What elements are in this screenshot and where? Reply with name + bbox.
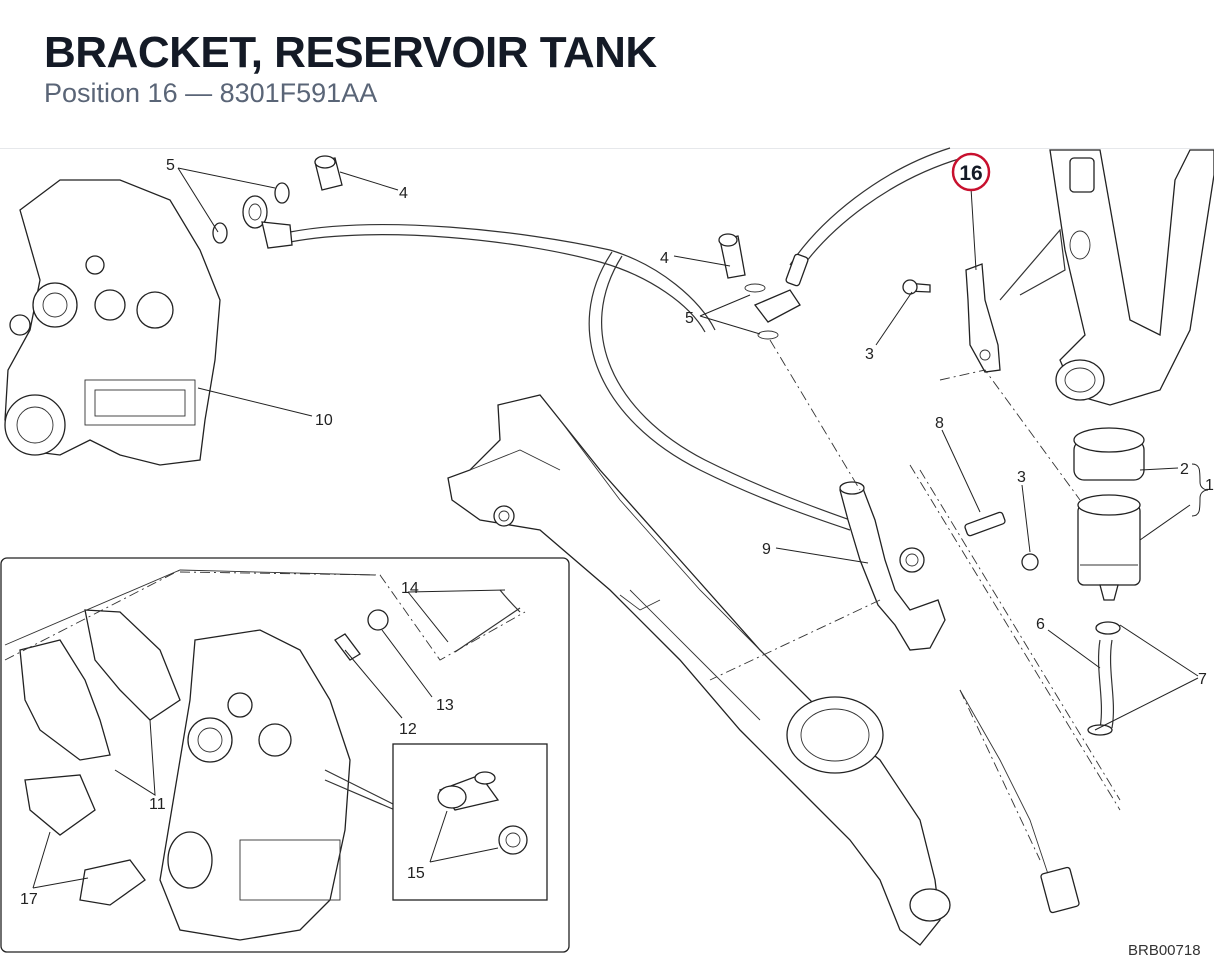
callout-1: 1 xyxy=(1205,477,1214,494)
group-brace xyxy=(1191,463,1209,517)
callout-4a: 4 xyxy=(399,185,408,202)
highlight-callout-16[interactable]: 16 xyxy=(951,152,991,192)
sensor-connector xyxy=(1040,866,1080,914)
highlight-ring xyxy=(951,152,991,192)
callout-9: 9 xyxy=(762,541,771,558)
reservoir-tank-bracket xyxy=(902,263,1001,373)
callout-6: 6 xyxy=(1036,616,1045,633)
callout-17: 17 xyxy=(20,891,38,908)
callout-11: 11 xyxy=(149,796,166,813)
drawing-code: BRB00718 xyxy=(1128,942,1201,959)
callout-3b: 3 xyxy=(1017,469,1026,486)
callout-8: 8 xyxy=(935,415,944,432)
callout-14: 14 xyxy=(401,580,419,597)
page-subtitle: Position 16 — 8301F591AA xyxy=(44,78,378,108)
page-header: BRACKET, RESERVOIR TANK Position 16 — 83… xyxy=(0,0,1214,149)
callout-13: 13 xyxy=(436,697,454,714)
callout-7: 7 xyxy=(1198,671,1207,688)
callout-3a: 3 xyxy=(865,346,874,363)
sensor-cable xyxy=(959,689,1051,881)
frame-section xyxy=(999,149,1214,406)
highlight-position-number: 16 xyxy=(959,162,982,185)
leader-lines xyxy=(32,167,1199,889)
callout-12: 12 xyxy=(399,721,417,738)
reservoir-tank xyxy=(1073,427,1145,736)
brake-hose xyxy=(289,147,963,531)
swingarm xyxy=(447,394,951,946)
inset-brake-pads-panel xyxy=(0,557,570,953)
assembly-lines xyxy=(709,339,1121,861)
callout-labels: 5 4 10 4 5 3 8 3 2 1 9 6 7 14 13 12 11 1… xyxy=(20,157,1214,908)
rear-brake-caliper xyxy=(4,179,221,466)
callout-5a: 5 xyxy=(166,157,175,174)
page-title: BRACKET, RESERVOIR TANK xyxy=(44,28,657,77)
callout-2: 2 xyxy=(1180,461,1189,478)
master-cylinder-assembly xyxy=(718,233,1039,651)
callout-4b: 4 xyxy=(660,250,669,267)
callout-5b: 5 xyxy=(685,310,694,327)
callout-10: 10 xyxy=(315,412,333,429)
caliper-banjo-fitting xyxy=(212,155,343,249)
callout-15: 15 xyxy=(407,865,425,882)
